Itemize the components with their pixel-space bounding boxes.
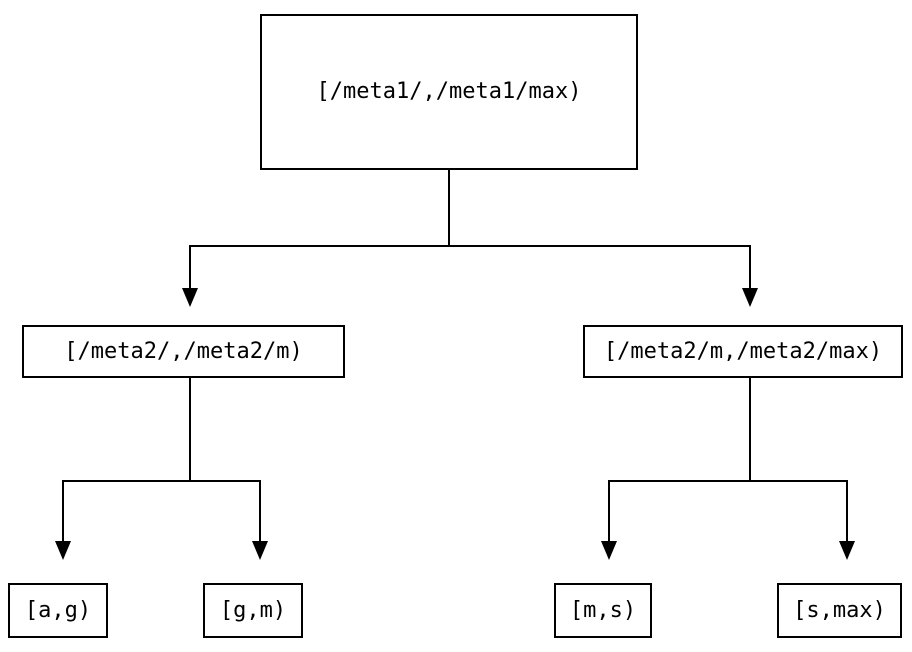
node-left-child: [/meta2/,/meta2/m) <box>22 325 345 378</box>
node-leaf-a-g: [a,g) <box>8 583 108 638</box>
arrowhead-down-icon <box>55 541 71 560</box>
arrowhead-down-icon <box>742 288 758 307</box>
arrowhead-down-icon <box>601 541 617 560</box>
arrowhead-down-icon <box>252 541 268 560</box>
node-leaf-a-g-label: [a,g) <box>24 597 92 623</box>
node-leaf-s-max-label: [s,max) <box>793 597 886 623</box>
node-right-child: [/meta2/m,/meta2/max) <box>583 325 903 378</box>
arrowhead-down-icon <box>839 541 855 560</box>
edge-root-branch <box>189 245 751 288</box>
node-leaf-m-s-label: [m,s) <box>569 597 637 623</box>
edge-left-branch <box>62 480 261 541</box>
node-root: [/meta1/,/meta1/max) <box>260 14 638 170</box>
node-leaf-m-s: [m,s) <box>554 583 652 638</box>
node-root-label: [/meta1/,/meta1/max) <box>316 79 582 104</box>
arrowhead-down-icon <box>182 288 198 307</box>
node-leaf-g-m-label: [g,m) <box>219 597 287 623</box>
node-leaf-g-m: [g,m) <box>203 583 303 638</box>
node-right-child-label: [/meta2/m,/meta2/max) <box>603 338 883 364</box>
edge-right-branch <box>608 480 848 541</box>
node-left-child-label: [/meta2/,/meta2/m) <box>64 338 303 364</box>
node-leaf-s-max: [s,max) <box>777 583 902 638</box>
